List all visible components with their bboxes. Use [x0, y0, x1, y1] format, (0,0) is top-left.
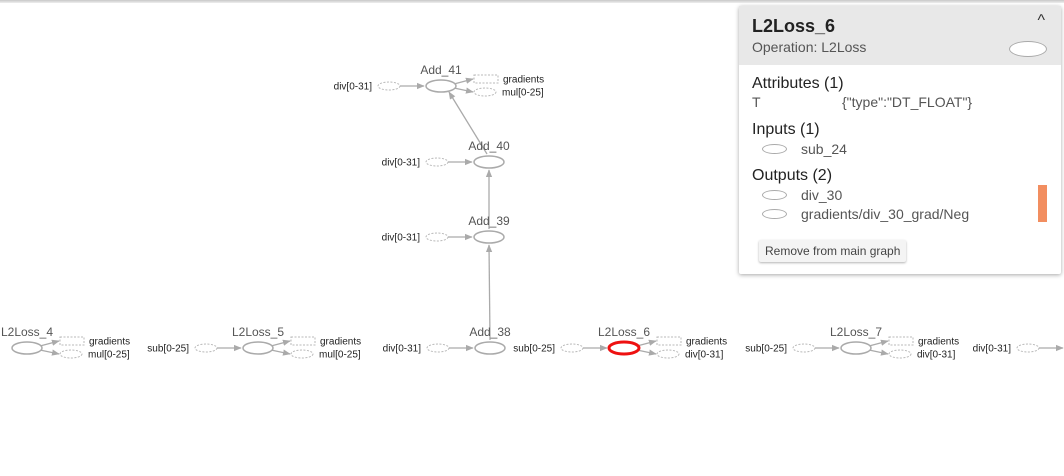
output-stub-edge [39, 349, 60, 356]
input-stub-shape [1016, 343, 1040, 353]
nodes-layer: div[0-31]gradientsmul[0-25]Add_41div[0-3… [1, 63, 1064, 361]
output-stub-edge [270, 349, 291, 356]
input-stub-shape [560, 343, 584, 353]
remove-from-main-graph-button[interactable]: Remove from main graph [759, 240, 907, 262]
card-header: L2Loss_6 Operation: L2Loss ^ [739, 6, 1061, 65]
selected-node-shape[interactable] [607, 340, 641, 356]
node-shape[interactable] [11, 341, 43, 355]
node-title: L2Loss_5 [232, 325, 284, 339]
graph-edge [448, 91, 488, 155]
output-stub-shape [656, 349, 680, 359]
node-title: Add_39 [468, 214, 510, 228]
output-stub-edge [636, 349, 657, 356]
output-stub-label: mul[0-25] [319, 350, 361, 361]
input-stub-label: sub[0-25] [745, 344, 787, 355]
attribute-key: T [752, 94, 761, 110]
node-shape[interactable] [425, 79, 457, 93]
output-stub-shape [59, 349, 83, 359]
collapse-icon[interactable]: ^ [1037, 12, 1045, 29]
graph-node[interactable]: div[0-31] [973, 342, 1064, 355]
output-item-label: gradients/div_30_grad/Neg [801, 206, 970, 222]
node-title: L2Loss_7 [830, 325, 882, 339]
output-stub-label: gradients [320, 337, 361, 348]
input-stub-shape [426, 343, 450, 353]
output-stub-label: mul[0-25] [502, 88, 544, 99]
node-shape[interactable] [840, 341, 872, 355]
output-stub-shape [59, 336, 85, 346]
output-stub-edge [453, 87, 474, 94]
scroll-position-marker[interactable] [1038, 185, 1047, 222]
output-stub-label: div[0-31] [685, 350, 724, 361]
attribute-value: {"type":"DT_FLOAT"} [842, 94, 973, 110]
graph-node[interactable]: div[0-31] Add_39 [382, 214, 510, 244]
output-stub-shape [473, 87, 497, 97]
node-shape[interactable] [473, 230, 505, 244]
output-stub-edge [39, 339, 60, 347]
input-stub-label: div[0-31] [382, 158, 421, 169]
output-stub-label: gradients [918, 337, 959, 348]
node-shape[interactable] [242, 341, 274, 355]
op-node-icon [762, 209, 787, 219]
graph-node[interactable]: sub[0-25] gradients div[0-31] L2Loss_6 [513, 325, 727, 361]
output-stub-label: gradients [89, 337, 130, 348]
node-title: Add_40 [468, 139, 510, 153]
output-stub-label: gradients [686, 337, 727, 348]
input-stub-label: div[0-31] [383, 344, 422, 355]
output-stub-label: gradients [503, 75, 544, 86]
output-stub-shape [473, 74, 499, 84]
output-stub-edge [636, 339, 657, 347]
input-stub-label: div[0-31] [382, 233, 421, 244]
input-stub-shape [425, 232, 449, 242]
input-stub-label: sub[0-25] [147, 344, 189, 355]
graph-node[interactable]: sub[0-25] gradients mul[0-25] L2Loss_5 [147, 325, 361, 361]
input-stub-shape [425, 157, 449, 167]
output-stub-shape [290, 336, 316, 346]
card-subtitle: Operation: L2Loss [752, 39, 867, 55]
graph-node[interactable]: div[0-31] Add_40 [382, 139, 510, 169]
graph-node[interactable]: gradients mul[0-25] L2Loss_4 [1, 325, 130, 361]
input-stub-shape [792, 343, 816, 353]
input-stub-label: sub[0-25] [513, 344, 555, 355]
graph-node[interactable]: div[0-31] Add_38 [383, 325, 511, 355]
output-stub-label: div[0-31] [917, 350, 956, 361]
node-title: Add_38 [469, 325, 511, 339]
output-stub-shape [888, 349, 912, 359]
input-stub-label: div[0-31] [334, 82, 373, 93]
input-stub-shape [194, 343, 218, 353]
output-item-label: div_30 [801, 187, 843, 203]
inputs-heading: Inputs (1) [752, 121, 820, 138]
output-stub-shape [656, 336, 682, 346]
op-node-icon [762, 144, 787, 154]
top-toolbar-shadow [0, 0, 1064, 3]
output-stub-edge [270, 339, 291, 347]
node-shape[interactable] [473, 155, 505, 169]
output-stub-shape [888, 336, 914, 346]
output-stub-shape [290, 349, 314, 359]
outputs-heading: Outputs (2) [752, 167, 833, 184]
input-item-label: sub_24 [801, 141, 847, 157]
input-stub-label: div[0-31] [973, 344, 1012, 355]
edges-layer [448, 91, 493, 341]
node-title: L2Loss_6 [598, 325, 650, 339]
output-stub-edge [453, 77, 474, 85]
graph-node[interactable]: div[0-31] gradients mul[0-25] Add_41 [334, 63, 545, 99]
node-title: L2Loss_4 [1, 325, 53, 339]
node-shape[interactable] [474, 341, 506, 355]
graph-node[interactable]: sub[0-25] gradients div[0-31] L2Loss_7 [745, 325, 959, 361]
op-node-icon [762, 190, 787, 200]
node-title: Add_41 [420, 63, 462, 77]
card-title: L2Loss_6 [752, 16, 836, 36]
node-shape-icon [1009, 41, 1047, 57]
input-stub-shape [377, 81, 401, 91]
node-info-card: L2Loss_6 Operation: L2Loss ^ Attributes … [739, 6, 1061, 274]
graph-edge [485, 244, 493, 341]
output-stub-edge [868, 339, 889, 347]
attributes-heading: Attributes (1) [752, 75, 844, 92]
output-stub-edge [868, 349, 889, 356]
output-stub-label: mul[0-25] [88, 350, 130, 361]
